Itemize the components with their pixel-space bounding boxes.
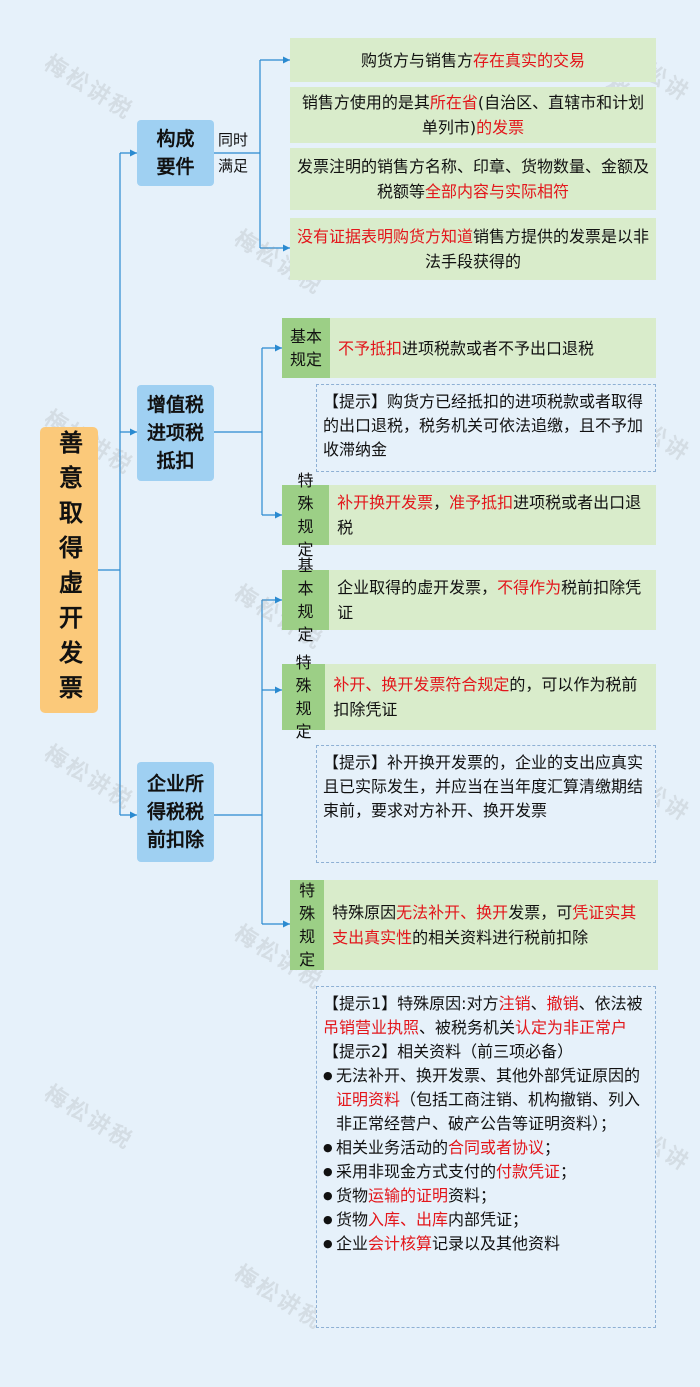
text-segment: 【提示】补开换开发票的，企业的支出应真实且已实际发生，并应当在当年度汇算清缴期结… — [323, 753, 644, 820]
highlight-text: 所在省 — [429, 93, 478, 112]
special-rule: 特殊规定 补开换开发票，准予抵扣进项税或者出口退税 — [282, 471, 656, 559]
highlight-text: 准予抵扣 — [449, 493, 514, 512]
category-composition-requirements: 构成要件 — [137, 120, 214, 186]
text-segment: 发票，可 — [508, 903, 573, 922]
text-segment: 企业取得的虚开发票， — [337, 578, 498, 597]
tip2-heading: 【提示2】相关资料（前三项必备） — [323, 1042, 574, 1061]
text-segment: （包括工商注销、机构撤销、列入非正常经营户、破产公告等证明资料）； — [336, 1090, 641, 1133]
list-item: 采用非现金方式支付的付款凭证； — [323, 1160, 649, 1184]
special-rule-tag: 特殊规定 — [290, 880, 325, 970]
tip-detail-box: 【提示1】特殊原因:对方注销、撤销、依法被吊销营业执照、被税务机关认定为非正常户… — [316, 986, 656, 1328]
basic-rule-tag: 基本规定 — [282, 556, 330, 644]
highlight-text: 存在真实的交易 — [473, 50, 586, 70]
special-rule-tag: 特殊规定 — [282, 653, 326, 741]
text-segment: 、 — [530, 994, 547, 1013]
text-segment: 无法补开、换开发票、其他外部凭证原因的 — [336, 1066, 641, 1085]
text-segment: 购货方与销售方 — [360, 50, 473, 70]
text-segment: 【提示1】特殊原因:对方 — [323, 994, 499, 1013]
text-segment: (自治区、直辖市和计划单列市) — [421, 93, 645, 137]
highlight-text: 补开、换开发票符合规定 — [333, 675, 510, 694]
text-segment: 进项税款或者不予出口退税 — [402, 338, 595, 358]
text-segment: 资料； — [448, 1186, 497, 1205]
c3-branches — [214, 599, 290, 925]
highlight-text: 不予抵扣 — [338, 338, 403, 358]
text-segment: 的，可以作为税前扣除凭证 — [333, 675, 638, 719]
category-vat-input-deduction: 增值税进项税抵扣 — [137, 385, 214, 481]
list-item: 无法补开、换开发票、其他外部凭证原因的证明资料（包括工商注销、机构撤销、列入非正… — [323, 1064, 649, 1136]
category-label: 构成要件 — [156, 128, 195, 178]
tip-box: 【提示】购货方已经抵扣的进项税款或者取得的出口退税，税务机关可依法追缴，且不予加… — [316, 384, 656, 472]
highlight-text: 的发票 — [476, 118, 525, 137]
special-rule-text: 补开换开发票，准予抵扣进项税或者出口退税 — [329, 490, 656, 540]
text-segment: 内部凭证； — [448, 1210, 529, 1229]
requirement-item: 购货方与销售方存在真实的交易 — [290, 38, 656, 82]
highlight-text: 合同或者协议 — [448, 1138, 545, 1157]
special-rule-text: 补开、换开发票符合规定的，可以作为税前扣除凭证 — [325, 672, 656, 722]
list-item: 货物入库、出库内部凭证； — [323, 1208, 649, 1232]
highlight-text: 凭证实其支出真实性 — [332, 903, 637, 947]
basic-rule: 基本规定 不予抵扣进项税款或者不予出口退税 — [282, 318, 656, 378]
text-segment: 进项税或者出口退税 — [337, 493, 642, 537]
basic-rule-tag: 基本规定 — [282, 318, 330, 378]
text-segment: 采用非现金方式支付的 — [336, 1162, 497, 1181]
both-satisfied-note: 同时满足 — [218, 131, 249, 175]
highlight-text: 吊销营业执照 — [323, 1018, 420, 1037]
text-segment: 、被税务机关 — [419, 1018, 516, 1037]
text-segment: 税前扣除凭证 — [337, 578, 642, 622]
tip-box: 【提示】补开换开发票的，企业的支出应真实且已实际发生，并应当在当年度汇算清缴期结… — [316, 745, 656, 863]
c1-branches — [214, 59, 290, 249]
text-segment: ； — [560, 1162, 577, 1181]
highlight-text: 注销 — [498, 994, 531, 1013]
list-item: 企业会计核算记录以及其他资料 — [323, 1232, 649, 1256]
category-label: 增值税进项税抵扣 — [146, 394, 204, 472]
highlight-text: 补开换开发票 — [337, 493, 434, 512]
highlight-text: 撤销 — [546, 994, 579, 1013]
root-trunk — [98, 153, 121, 815]
required-documents-list: 无法补开、换开发票、其他外部凭证原因的证明资料（包括工商注销、机构撤销、列入非正… — [323, 1064, 649, 1256]
list-item: 货物运输的证明资料； — [323, 1184, 649, 1208]
list-item: 相关业务活动的合同或者协议； — [323, 1136, 649, 1160]
text-segment: 企业 — [336, 1234, 369, 1253]
basic-rule-text: 不予抵扣进项税款或者不予出口退税 — [330, 336, 602, 361]
text-segment: 记录以及其他资料 — [432, 1234, 561, 1253]
text-segment: ， — [433, 493, 450, 512]
highlight-text: 没有证据表明购货方知道 — [296, 227, 473, 246]
special-rule: 特殊规定 特殊原因无法补开、换开发票，可凭证实其支出真实性的相关资料进行税前扣除 — [290, 880, 658, 970]
highlight-text: 不得作为 — [497, 578, 562, 597]
special-rule: 特殊规定 补开、换开发票符合规定的，可以作为税前扣除凭证 — [282, 653, 656, 741]
highlight-text: 运输的证明 — [368, 1186, 449, 1205]
text-segment: 货物 — [336, 1210, 369, 1229]
text-segment: 货物 — [336, 1186, 369, 1205]
highlight-text: 会计核算 — [368, 1234, 433, 1253]
text-segment: 销售方使用的是其 — [301, 93, 430, 112]
text-segment: 的相关资料进行税前扣除 — [412, 928, 589, 947]
highlight-text: 全部内容与实际相符 — [425, 182, 570, 201]
basic-rule-text: 企业取得的虚开发票，不得作为税前扣除凭证 — [329, 575, 656, 625]
requirement-item: 发票注明的销售方名称、印章、货物数量、金额及税额等全部内容与实际相符 — [290, 148, 656, 210]
root-node-title: 善意取得虚开发票 — [40, 427, 98, 713]
basic-rule: 基本规定 企业取得的虚开发票，不得作为税前扣除凭证 — [282, 556, 656, 644]
requirement-item: 没有证据表明购货方知道销售方提供的发票是以非法手段获得的 — [290, 218, 656, 280]
category-label: 企业所得税税前扣除 — [146, 773, 204, 851]
special-rule-text: 特殊原因无法补开、换开发票，可凭证实其支出真实性的相关资料进行税前扣除 — [324, 900, 658, 950]
requirement-item: 销售方使用的是其所在省(自治区、直辖市和计划单列市)的发票 — [290, 87, 656, 143]
highlight-text: 入库、出库 — [368, 1210, 449, 1229]
text-segment: ； — [544, 1138, 561, 1157]
highlight-text: 认定为非正常户 — [515, 1018, 628, 1037]
text-segment: 【提示】购货方已经抵扣的进项税款或者取得的出口退税，税务机关可依法追缴，且不予加… — [323, 392, 644, 459]
text-segment: 相关业务活动的 — [336, 1138, 449, 1157]
text-segment: 发票注明的销售方名称、印章、货物数量、金额及税额等 — [296, 157, 649, 201]
special-rule-tag: 特殊规定 — [282, 471, 330, 559]
highlight-text: 无法补开、换开 — [396, 903, 509, 922]
text-segment: 特殊原因 — [332, 903, 397, 922]
text-segment: 销售方提供的发票是以非法手段获得的 — [424, 227, 650, 271]
highlight-text: 证明资料 — [336, 1090, 401, 1109]
highlight-text: 付款凭证 — [496, 1162, 561, 1181]
category-cit-pretax-deduction: 企业所得税税前扣除 — [137, 762, 214, 862]
text-segment: 、依法被 — [578, 994, 643, 1013]
tip1-text: 【提示1】特殊原因:对方注销、撤销、依法被吊销营业执照、被税务机关认定为非正常户 — [323, 992, 649, 1040]
c2-branches — [214, 347, 282, 516]
